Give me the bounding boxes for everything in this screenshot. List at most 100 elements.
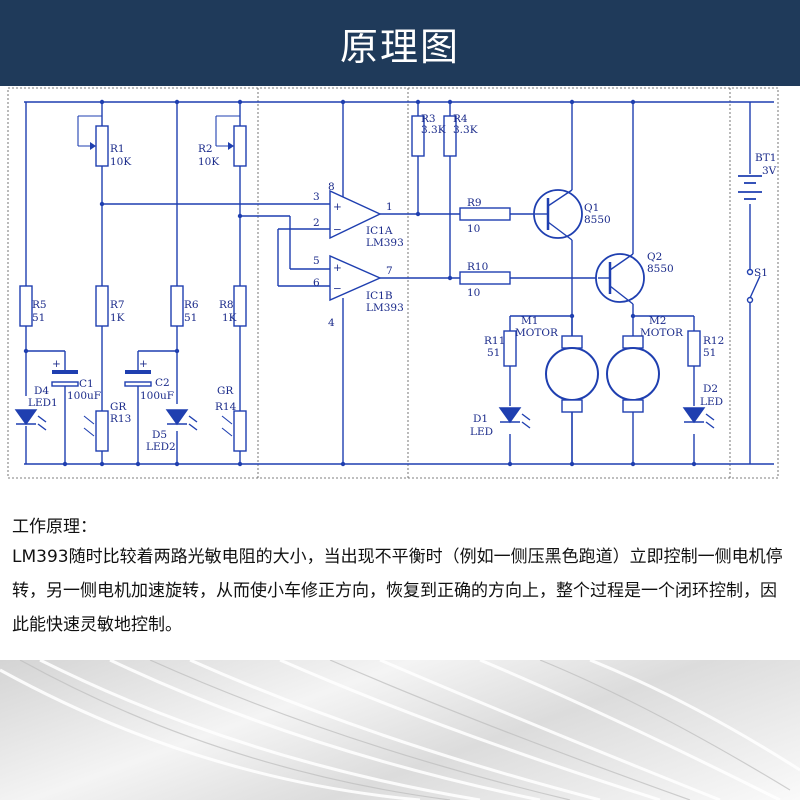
pin-1: 1 — [386, 201, 393, 213]
opamp-a-minus: − — [333, 224, 342, 236]
switch-s1 — [746, 268, 761, 304]
pin-5: 5 — [313, 255, 320, 267]
transistor-q1 — [533, 189, 583, 241]
description-heading: 工作原理： — [12, 517, 97, 537]
label-d1-value: LED — [470, 426, 493, 438]
label-d1-name: D1 — [473, 413, 488, 425]
resistor-bodies — [19, 115, 701, 452]
resistor-r13 — [95, 410, 109, 452]
junction-dots — [23, 99, 697, 467]
label-r7-name: R7 — [110, 299, 125, 311]
label-bt1-value: 3V — [762, 165, 777, 177]
resistor-r1 — [95, 125, 109, 167]
label-c1-name: C1 — [79, 378, 94, 390]
opamp-ic1a — [329, 189, 382, 240]
resistor-r9 — [459, 207, 511, 221]
label-ic1b-value: LM393 — [366, 302, 404, 314]
resistor-r3 — [411, 115, 425, 157]
capacitor-c1 — [51, 370, 79, 387]
opamp-b-plus: + — [333, 262, 342, 274]
description-section: 工作原理： LM393随时比较着两路光敏电阻的大小，当出现不平衡时（例如一侧压黑… — [0, 500, 800, 660]
label-c2-value: 100uF — [140, 390, 174, 402]
label-m1-name: M1 — [521, 315, 538, 327]
resistor-r14 — [233, 410, 247, 452]
label-d2-value: LED — [700, 396, 723, 408]
transistor-q2 — [595, 253, 645, 305]
resistor-r5 — [19, 285, 33, 327]
resistor-r11 — [503, 330, 517, 367]
schematic-frame — [7, 87, 779, 479]
resistor-r8 — [233, 285, 247, 327]
light-arrows — [83, 415, 233, 437]
label-r11-name: R11 — [484, 335, 505, 347]
label-r6-name: R6 — [184, 299, 199, 311]
label-r7-value: 1K — [110, 312, 125, 324]
label-q1-value: 8550 — [584, 214, 611, 226]
resistor-r6 — [170, 285, 184, 327]
label-r4-value: 3.3K — [453, 124, 478, 136]
label-d4-name: D4 — [34, 385, 49, 397]
wires — [24, 101, 774, 465]
component-labels: R1 10K R2 10K R3 3.3K R4 3.3K R5 51 R7 1… — [28, 113, 777, 453]
label-r14-name: R14 — [215, 401, 237, 413]
label-s1-name: S1 — [754, 267, 768, 279]
circuit-schematic: + + — [0, 86, 800, 486]
label-r10-name: R10 — [467, 261, 488, 273]
label-m2-value: MOTOR — [640, 327, 684, 339]
battery-bt1 — [738, 175, 762, 200]
label-d4-value: LED1 — [28, 397, 58, 409]
page-title: 原理图 — [339, 25, 460, 69]
resistor-r2 — [233, 125, 247, 167]
label-r2-value: 10K — [198, 156, 219, 168]
resistor-r12 — [687, 330, 701, 367]
label-r8-value: 1K — [222, 312, 237, 324]
opamp-a-plus: + — [333, 201, 342, 213]
led-symbols — [14, 407, 715, 431]
motor-m1 — [545, 335, 599, 464]
label-r9-value: 10 — [467, 223, 480, 235]
label-r10-value: 10 — [467, 287, 480, 299]
label-r14-type: GR — [217, 385, 234, 397]
motor-m2 — [606, 335, 660, 413]
label-m2-name: M2 — [649, 315, 666, 327]
pin-2: 2 — [313, 217, 320, 229]
label-m1-value: MOTOR — [515, 327, 559, 339]
opamp-ic1b — [329, 254, 382, 302]
label-ic1a-value: LM393 — [366, 237, 404, 249]
pin-labels: 1 2 3 4 5 6 7 8 + − + − — [313, 181, 393, 329]
label-r13-name: R13 — [110, 413, 131, 425]
pin-3: 3 — [313, 191, 320, 203]
label-r4-name: R4 — [453, 113, 468, 125]
label-r3-value: 3.3K — [421, 124, 446, 136]
label-r1-value: 10K — [110, 156, 131, 168]
pin-7: 7 — [386, 265, 393, 277]
label-c2-name: C2 — [155, 377, 170, 389]
label-r9-name: R9 — [467, 197, 482, 209]
opamp-b-minus: − — [333, 283, 342, 295]
label-r3-name: R3 — [421, 113, 436, 125]
label-r5-value: 51 — [32, 312, 45, 324]
svg-text:+: + — [52, 358, 61, 370]
capacitor-c2 — [124, 370, 152, 387]
resistor-r4 — [443, 115, 457, 157]
label-r8-name: R8 — [219, 299, 234, 311]
label-d5-value: LED2 — [146, 441, 176, 453]
label-r5-name: R5 — [32, 299, 47, 311]
resistor-r7 — [95, 285, 109, 327]
decorative-background — [0, 660, 800, 800]
label-r12-value: 51 — [703, 347, 716, 359]
label-q2-name: Q2 — [647, 251, 662, 263]
label-q1-name: Q1 — [584, 202, 599, 214]
label-r6-value: 51 — [184, 312, 197, 324]
pin-6: 6 — [313, 277, 320, 289]
label-d5-name: D5 — [152, 429, 167, 441]
label-d2-name: D2 — [703, 383, 718, 395]
label-r13-type: GR — [110, 401, 127, 413]
svg-text:+: + — [139, 358, 148, 370]
label-ic1a-name: IC1A — [366, 225, 393, 237]
description-body: LM393随时比较着两路光敏电阻的大小，当出现不平衡时（例如一侧压黑色跑道）立即… — [12, 547, 783, 635]
header-banner: 原理图 — [0, 0, 800, 86]
label-r1-name: R1 — [110, 143, 125, 155]
label-c1-value: 100uF — [67, 390, 101, 402]
label-r12-name: R12 — [703, 335, 724, 347]
